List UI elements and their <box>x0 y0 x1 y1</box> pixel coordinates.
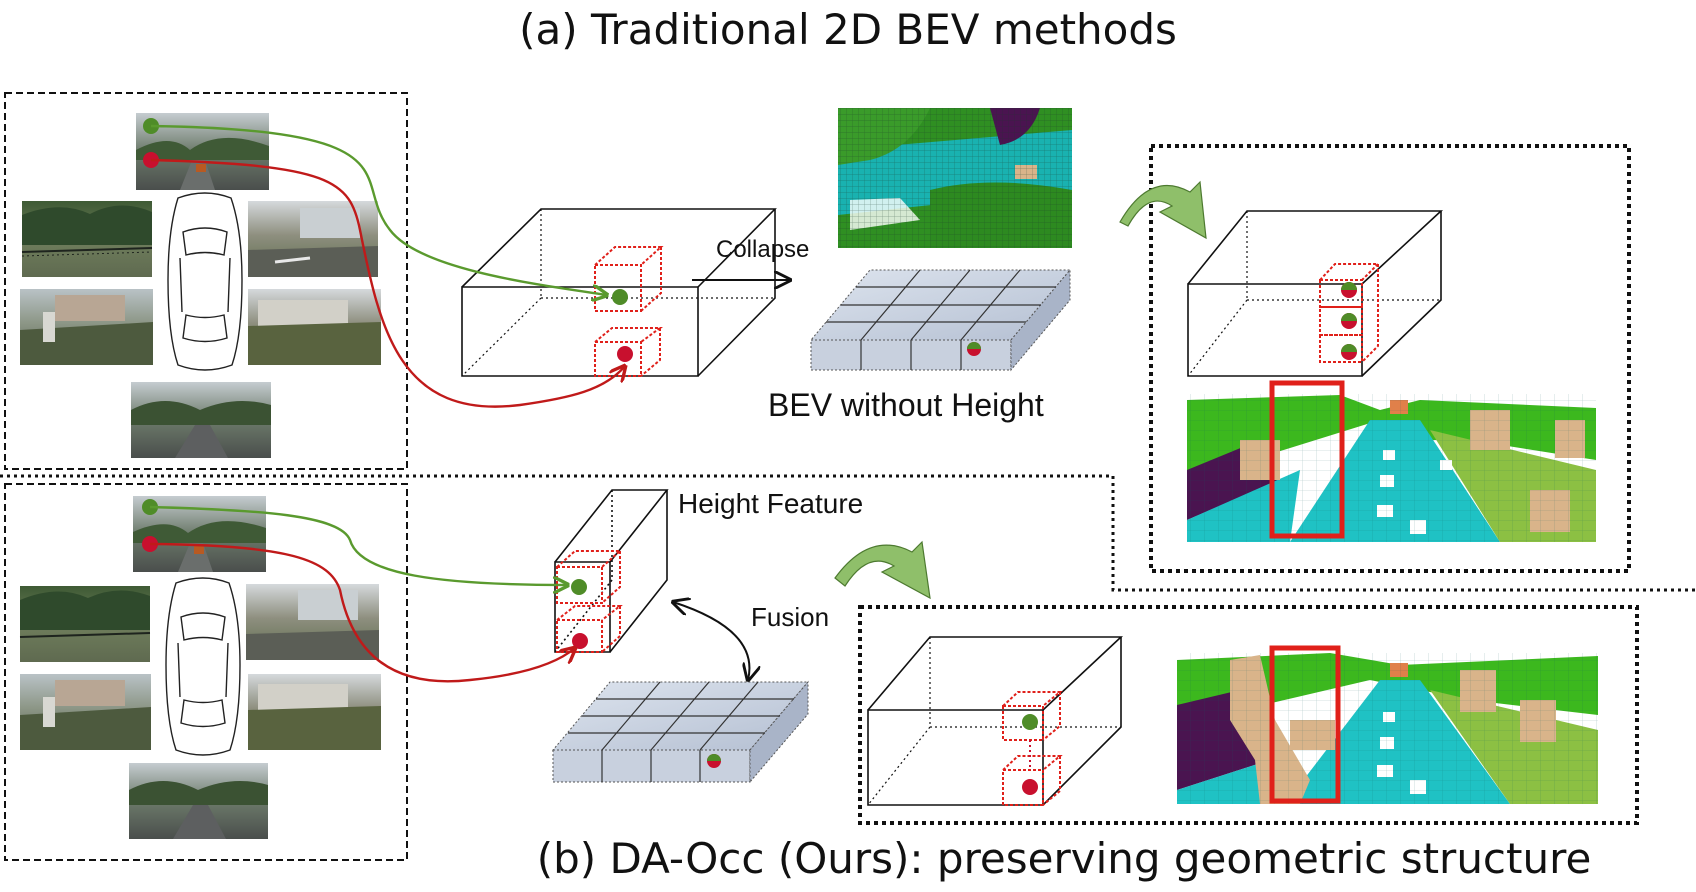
ego-car-outline-a <box>167 192 243 371</box>
cam-back-right-b <box>248 674 381 750</box>
label-height-feature: Height Feature <box>678 488 863 519</box>
cam-front-right-b <box>246 584 379 660</box>
sample-point-green-b <box>571 579 587 595</box>
volume-box-b-result <box>867 636 1124 806</box>
red-ray-a <box>150 158 625 408</box>
title-top: (a) Traditional 2D BEV methods <box>519 5 1177 54</box>
cam-front-right <box>248 201 378 277</box>
cam-back <box>131 382 271 458</box>
cam-back-left <box>20 289 153 365</box>
stacked-points-a <box>1341 282 1357 360</box>
curved-arrow-b <box>834 540 931 600</box>
voxel-cubes-b-result <box>1002 691 1063 806</box>
red-ray-b <box>149 542 575 683</box>
cam-front-left <box>21 201 153 277</box>
voxel-cube-a-lower <box>594 327 664 377</box>
result-point-red-b <box>1022 779 1038 795</box>
result-point-green-b <box>1022 714 1038 730</box>
label-fusion: Fusion <box>751 602 829 632</box>
occupancy-view-b <box>1177 645 1598 804</box>
voxel-stack-a-result <box>1319 263 1381 363</box>
bev-semantic-map <box>838 108 1072 248</box>
green-ray-b <box>149 505 568 585</box>
highlight-box-b <box>1269 645 1341 804</box>
ego-car-outline-b <box>165 577 241 756</box>
section-separator <box>0 474 1696 592</box>
label-collapse: Collapse <box>716 236 809 263</box>
height-feature-column <box>554 489 669 653</box>
title-bottom: (b) DA-Occ (Ours): preserving geometric … <box>537 834 1592 883</box>
sample-point-green-a <box>612 289 628 305</box>
cam-back-left-b <box>20 674 151 750</box>
camera-images-b <box>19 496 381 839</box>
curved-arrow-a <box>1119 180 1207 240</box>
camera-images-a <box>20 113 381 458</box>
volume-box-a <box>461 208 777 377</box>
occupancy-view-a <box>1187 380 1596 542</box>
fusion-double-arrow <box>673 602 749 680</box>
cam-front-left-b <box>19 586 151 662</box>
volume-box-a-result <box>1187 210 1444 377</box>
sample-point-red-a <box>617 346 633 362</box>
cam-back-b <box>129 763 268 839</box>
bev-grid-a <box>809 268 1072 372</box>
highlight-box-a <box>1269 380 1345 539</box>
label-bev-without-height: BEV without Height <box>768 387 1044 423</box>
result-panel-a <box>1149 144 1631 573</box>
voxel-cube-a-upper <box>594 246 664 312</box>
green-ray-a <box>150 124 607 295</box>
camera-panel-a <box>4 92 408 470</box>
voxel-cubes-b-column <box>556 550 623 653</box>
cam-back-right <box>248 289 381 365</box>
sample-point-red-b <box>572 633 588 649</box>
bev-grid-b <box>551 680 810 784</box>
camera-panel-b <box>4 483 408 861</box>
cam-front <box>136 113 269 190</box>
